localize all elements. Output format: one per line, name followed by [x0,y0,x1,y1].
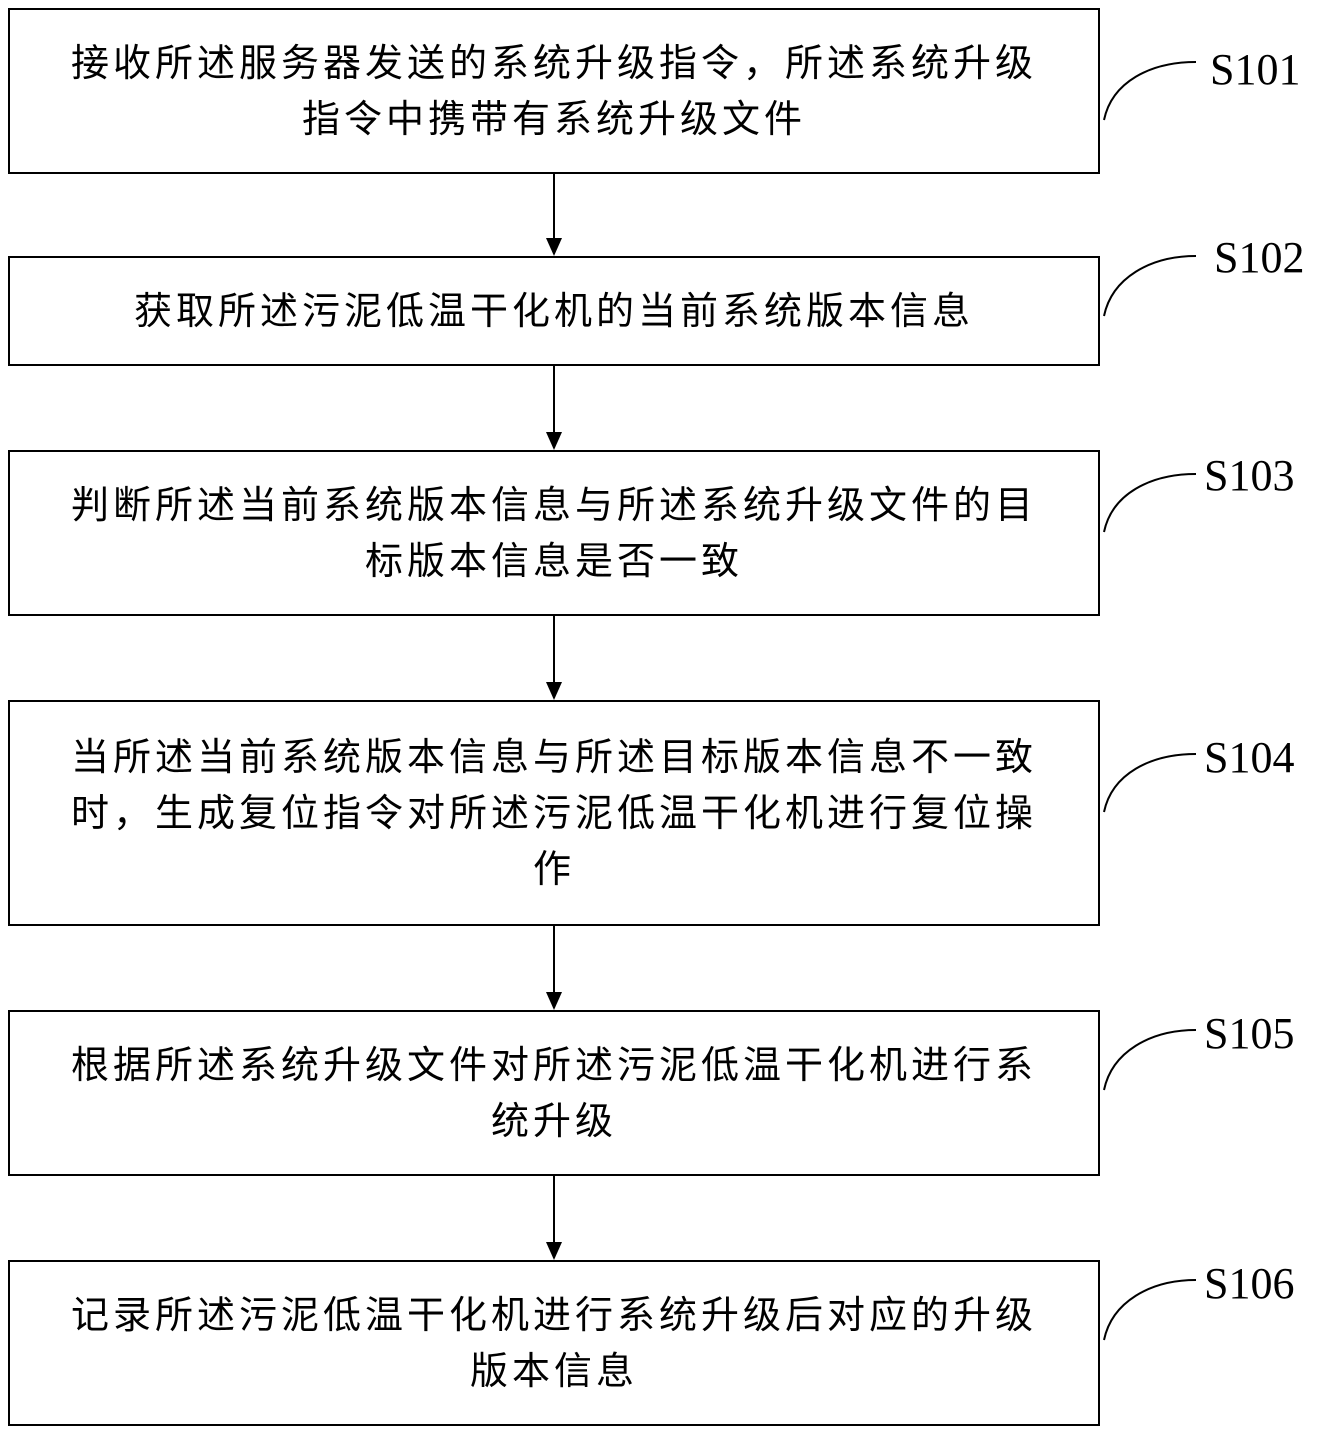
arrowhead-s105-s106 [546,1242,562,1260]
leader-curve-s102 [1103,255,1197,317]
step-label-s106: S106 [1204,1259,1295,1308]
step-label-s101: S101 [1210,45,1301,94]
step-box-s105: 根据所述系统升级文件对所述污泥低温干化机进行系 统升级 [8,1010,1100,1176]
arrowhead-s104-s105 [546,992,562,1010]
arrowhead-s102-s103 [546,432,562,450]
step-label-s103: S103 [1204,451,1295,500]
step-text-s105: 根据所述系统升级文件对所述污泥低温干化机进行系 统升级 [70,1043,1037,1143]
step-label-s105: S105 [1204,1009,1295,1058]
step-text-s101: 接收所述服务器发送的系统升级指令，所述系统升级 指令中携带有系统升级文件 [70,41,1037,141]
step-box-s102: 获取所述污泥低温干化机的当前系统版本信息 [8,256,1100,366]
step-label-s102: S102 [1214,233,1305,282]
leader-curve-s104 [1103,753,1197,813]
step-label-s104: S104 [1204,733,1295,782]
step-box-s104: 当所述当前系统版本信息与所述目标版本信息不一致 时，生成复位指令对所述污泥低温干… [8,700,1100,926]
step-text-s102: 获取所述污泥低温干化机的当前系统版本信息 [133,289,974,333]
leader-curve-s106 [1103,1279,1197,1341]
step-text-s103: 判断所述当前系统版本信息与所述系统升级文件的目 标版本信息是否一致 [70,483,1037,583]
arrowhead-s101-s102 [546,238,562,256]
leader-curve-s105 [1103,1029,1197,1091]
arrowhead-s103-s104 [546,682,562,700]
leader-curve-s101 [1103,61,1197,121]
step-box-s106: 记录所述污泥低温干化机进行系统升级后对应的升级 版本信息 [8,1260,1100,1426]
step-text-s104: 当所述当前系统版本信息与所述目标版本信息不一致 时，生成复位指令对所述污泥低温干… [70,735,1037,891]
step-text-s106: 记录所述污泥低温干化机进行系统升级后对应的升级 版本信息 [70,1293,1037,1393]
step-box-s101: 接收所述服务器发送的系统升级指令，所述系统升级 指令中携带有系统升级文件 [8,8,1100,174]
leader-curve-s103 [1103,473,1197,533]
step-box-s103: 判断所述当前系统版本信息与所述系统升级文件的目 标版本信息是否一致 [8,450,1100,616]
